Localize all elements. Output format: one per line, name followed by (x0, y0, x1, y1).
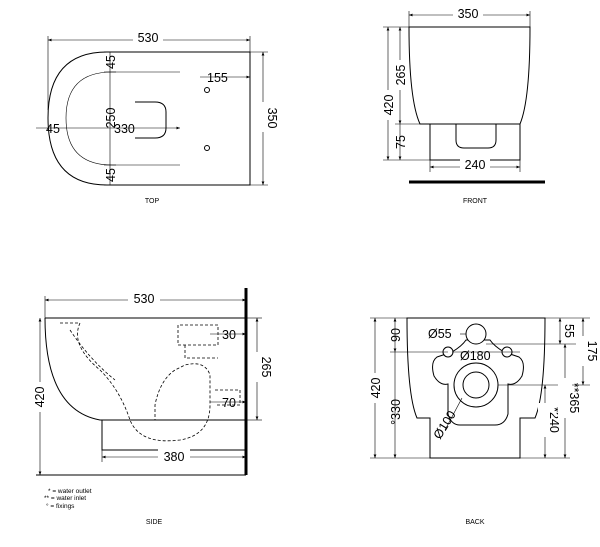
front-view-height-label: 420 (382, 95, 396, 116)
back-view-outlet-inner (462, 371, 490, 399)
side-view-length-label: 530 (134, 292, 155, 306)
back-view-outlet-from-floor-label: *240 (547, 407, 561, 433)
top-view-inner-length-label: 330 (114, 122, 135, 136)
front-view-bowl-height-label: 265 (394, 65, 408, 86)
back-view-mounting-plate (432, 339, 524, 426)
side-view-bowl-outline (44, 317, 246, 451)
side-view-outlet-offset-label: 70 (222, 396, 236, 410)
top-view-width-label: 530 (138, 31, 159, 45)
back-view-outlet-height-label: 175 (585, 341, 599, 362)
front-view-pedestal-height-label: 75 (394, 135, 408, 149)
front-view-pedestal (429, 124, 521, 161)
back-view-fixing-from-floor-label: °330 (389, 399, 403, 425)
side-view-inlet (177, 324, 219, 359)
side-view-inlet-offset-label: 30 (222, 328, 236, 342)
top-view-inner-depth-label: 250 (104, 108, 118, 129)
back-view-outlet-diameter-label: Ø100 (431, 408, 459, 441)
back-view-fixing-spacing-label: Ø180 (460, 349, 491, 363)
top-view-depth-label: 350 (265, 108, 279, 129)
legend-water-inlet: ** = water inlet (44, 495, 86, 502)
top-view-fixing-offset-label: 155 (207, 71, 228, 85)
top-view-rim-top-label: 45 (104, 55, 118, 69)
legend-water-outlet: * = water outlet (48, 488, 92, 495)
legend-fixings: ° = fixings (46, 502, 75, 510)
front-view-pedestal-width-label: 240 (465, 158, 486, 172)
top-view-fixing-hole-upper (204, 87, 210, 93)
front-view: 350 420 265 75 240 FRONT (380, 6, 545, 205)
side-view-height-label: 420 (33, 387, 47, 408)
top-view-front-rim-label: 45 (46, 122, 60, 136)
back-view-height-label: 420 (369, 378, 383, 399)
top-view-rim-bottom-label: 45 (104, 168, 118, 182)
side-view-base-length-label: 380 (164, 450, 185, 464)
front-view-width-label: 350 (458, 7, 479, 21)
back-view-inlet-hole (465, 323, 487, 345)
back-view-inlet-diameter-label: Ø55 (428, 327, 452, 341)
side-view-trapway (60, 322, 211, 442)
front-view-caption: FRONT (463, 198, 488, 205)
back-view-caption: BACK (465, 519, 484, 526)
top-view: 530 155 45 250 45 45 330 350 TOP (36, 30, 279, 205)
top-view-bowl-outline (47, 51, 251, 186)
back-view-fixing-height-label: 90 (389, 328, 403, 342)
top-view-outlet-hole (135, 101, 167, 139)
side-view-caption: SIDE (146, 519, 163, 526)
top-view-caption: TOP (145, 198, 160, 205)
front-view-bowl-outline (408, 26, 531, 125)
front-view-outlet (455, 124, 497, 149)
back-view: 90 420 °330 Ø55 Ø180 Ø100 55 175 *240 (367, 317, 599, 526)
top-view-inner-rim (65, 71, 180, 166)
side-view: 530 420 265 30 70 380 * = water outlet *… (32, 288, 273, 526)
back-view-inlet-height-label: 55 (562, 324, 576, 338)
side-view-bowl-height-label: 265 (259, 357, 273, 378)
back-view-inlet-from-floor-label: **365 (567, 383, 581, 414)
top-view-fixing-hole-lower (204, 145, 210, 151)
